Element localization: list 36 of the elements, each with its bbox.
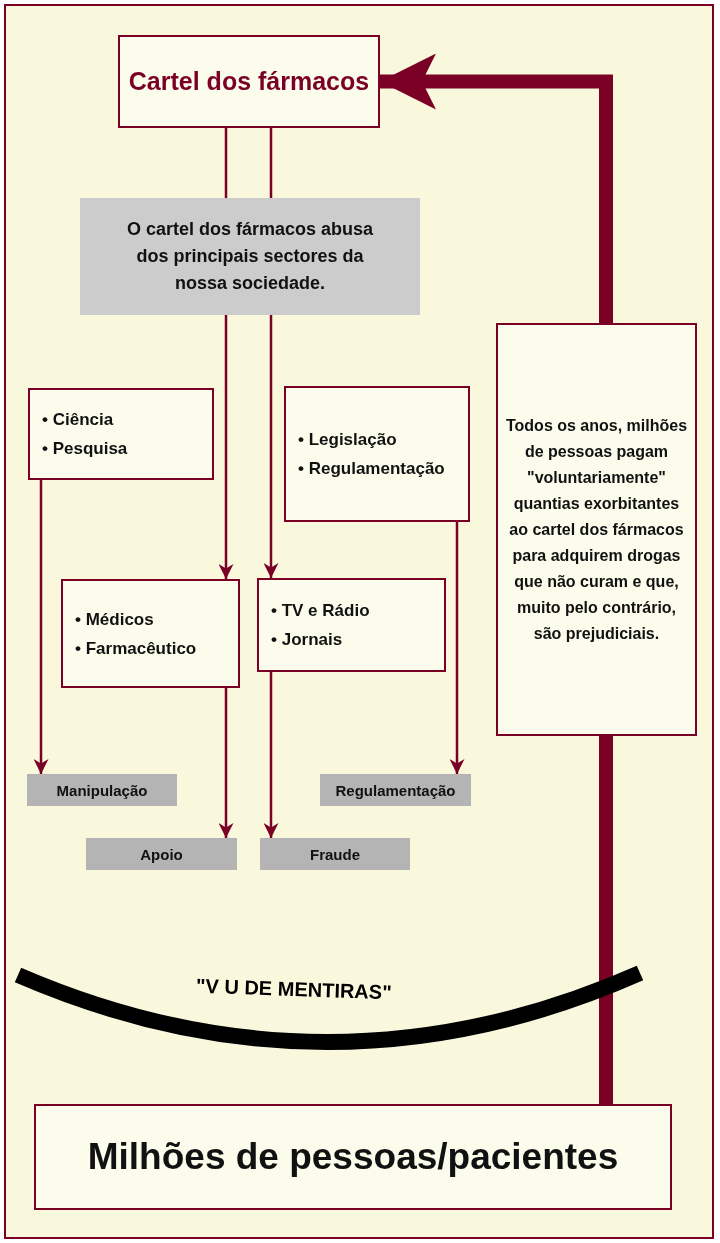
box-text: Cartel dos fármacos xyxy=(127,67,371,96)
arrow xyxy=(449,522,465,774)
list-box xyxy=(61,579,240,688)
list-item: • Jornais xyxy=(271,629,344,651)
summary-box xyxy=(80,198,420,315)
list-item: • Médicos xyxy=(75,608,155,631)
text-box xyxy=(496,323,697,736)
box-text: Todos os anos, milhões de pessoas pagam "voluntariamente" quantias exorbitantes ao cartel dos fármacos para adquirem drogas que não curam e que, muito pelo contrário, são prejudiciais. xyxy=(504,415,689,644)
box-text: Apoio xyxy=(139,845,184,863)
arrow xyxy=(218,315,234,579)
outcome-tag xyxy=(260,838,410,870)
arrow xyxy=(218,688,234,838)
patients-box xyxy=(34,1104,672,1210)
list-item: • Ciência xyxy=(42,409,115,431)
outcome-tag xyxy=(27,774,177,806)
list-box xyxy=(284,386,470,522)
outcome-tag xyxy=(320,774,471,806)
list-box xyxy=(257,578,446,672)
list-item: • Farmacêutico xyxy=(75,637,197,660)
list-item: • Pesquisa xyxy=(42,438,128,460)
box-text: Manipulação xyxy=(55,781,149,799)
arrow xyxy=(263,315,279,578)
arrow xyxy=(33,480,49,774)
list-box xyxy=(28,388,214,480)
outcome-tag xyxy=(86,838,237,870)
arrow xyxy=(263,672,279,838)
thick-arrow xyxy=(380,53,613,323)
list-item: • Legislação xyxy=(298,429,398,451)
title-box xyxy=(118,35,380,128)
box-text: Fraude xyxy=(309,845,361,863)
box-text: Regulamentação xyxy=(334,781,457,799)
arc-caption: "V U DE MENTIRAS" xyxy=(195,974,392,1005)
list-item: • Regulamentação xyxy=(298,458,445,480)
box-text: Milhões de pessoas/pacientes xyxy=(86,1136,620,1178)
box-text: O cartel dos fármacos abusa dos principais sectores da nossa sociedade. xyxy=(125,218,375,295)
list-item: • TV e Rádio xyxy=(271,600,370,622)
